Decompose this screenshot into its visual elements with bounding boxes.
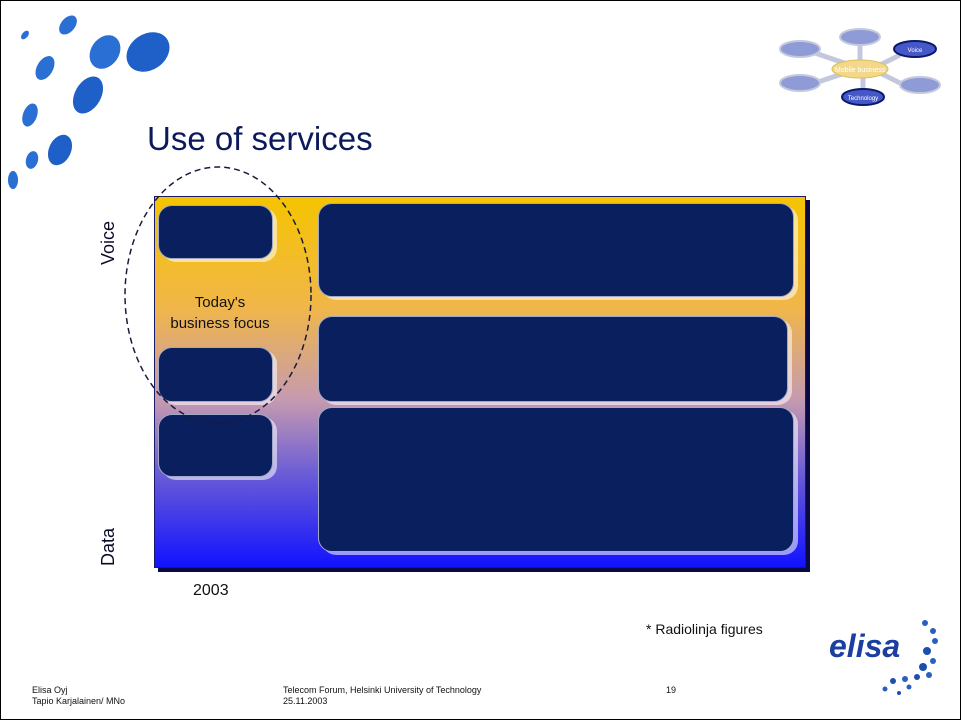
axis-label-voice: Voice (98, 220, 118, 265)
nav-node (839, 28, 881, 46)
axis-label-data: Data (98, 527, 118, 566)
footer-event: Telecom Forum, Helsinki University of Te… (283, 685, 482, 695)
nav-node-technology (841, 88, 885, 106)
data-box-small (158, 414, 273, 477)
footer-date: 25.11.2003 (283, 696, 328, 706)
nav-node (899, 76, 941, 94)
source-note: * Radiolinja figures (646, 621, 763, 637)
data-box-large (318, 407, 794, 552)
logo-dots-graphic (882, 620, 938, 695)
elisa-logo: elisa (825, 615, 940, 700)
focus-label-line2: business focus (170, 315, 270, 332)
decorative-dots-graphic (8, 15, 170, 189)
nav-node (779, 74, 821, 92)
footer-author: Tapio Karjalainen/ MNo (32, 696, 126, 706)
voice-box-small (158, 205, 273, 259)
page-number: 19 (666, 685, 677, 695)
footer-left: Elisa Oyj Tapio Karjalainen/ MNo (32, 685, 125, 707)
nav-node-center (831, 59, 889, 79)
navigation-diagram[interactable]: Mobile business Voice Technology (775, 25, 945, 110)
footer-company: Elisa Oyj (32, 685, 68, 695)
logo-text: elisa (829, 628, 901, 664)
middle-box-small (158, 347, 273, 402)
focus-label-line1: Today's (194, 294, 246, 311)
nav-center-label: Mobile business (835, 67, 886, 74)
focus-ellipse (124, 166, 312, 424)
voice-box-large (318, 203, 794, 297)
nav-node (779, 40, 821, 58)
nav-technology-label: Technology (848, 96, 878, 102)
footer-center: Telecom Forum, Helsinki University of Te… (283, 685, 481, 707)
year-label: 2003 (193, 582, 229, 599)
nav-voice-label: Voice (908, 48, 923, 54)
middle-box-large (318, 316, 788, 402)
slide-title: Use of services (147, 120, 373, 157)
focus-label: Today's business focus (160, 292, 280, 334)
nav-node-voice (893, 40, 937, 58)
